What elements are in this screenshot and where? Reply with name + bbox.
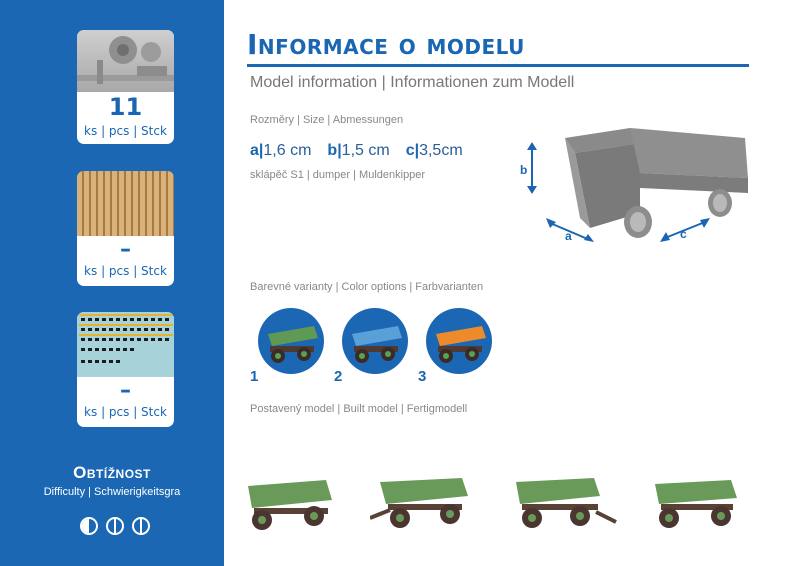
difficulty-empty-icon [106, 517, 124, 535]
built-model-photo-4 [655, 480, 737, 528]
part-quantity: 11 [108, 93, 143, 121]
color-variant-3: 3 [418, 308, 498, 385]
part-unit: ks | pcs | Stck [84, 264, 167, 278]
color-variants: 1 2 3 [250, 308, 500, 388]
dimension-a: a|1,6 cm [250, 142, 312, 159]
dimensions: a|1,6 cm b|1,5 cm c|3,5cm [250, 142, 479, 160]
part-quantity: – [120, 237, 131, 262]
title-divider [247, 64, 749, 67]
trailer-bed [436, 326, 486, 346]
photoetch-fret-image [77, 171, 174, 236]
color-variant-2: 2 [334, 308, 414, 385]
variant-number: 1 [250, 368, 259, 385]
difficulty-rating [80, 517, 150, 535]
svg-text:a: a [565, 229, 572, 243]
variant-number: 2 [334, 368, 343, 385]
size-label: Rozměry | Size | Abmessungen [250, 114, 404, 126]
decal-sheet-image [77, 312, 174, 377]
part-unit: ks | pcs | Stck [84, 124, 167, 138]
trailer-bed [268, 326, 318, 346]
built-model-photo-3 [516, 478, 617, 528]
part-card-decals: – ks | pcs | Stck [77, 312, 174, 427]
variant-number: 3 [418, 368, 427, 385]
svg-text:b: b [520, 163, 527, 177]
part-card-plastic: 11 ks | pcs | Stck [77, 30, 174, 144]
page-subtitle: Model information | Informationen zum Mo… [250, 74, 575, 91]
built-model-photo-1 [248, 480, 332, 530]
built-model-photo-2 [370, 478, 468, 528]
trailer-bed [352, 326, 402, 346]
part-unit: ks | pcs | Stck [84, 405, 167, 419]
dimension-b: b|1,5 cm [327, 142, 390, 159]
difficulty-half-filled-icon [80, 517, 98, 535]
dimension-diagram: b a c [520, 128, 748, 243]
svg-text:c: c [680, 227, 687, 241]
dimension-c: c|3,5cm [405, 142, 463, 159]
model-type-note: sklápěč S1 | dumper | Muldenkipper [250, 169, 426, 181]
color-options-label: Barevné varianty | Color options | Farbv… [250, 281, 484, 293]
difficulty-title: Obtížnost [73, 463, 151, 482]
color-variant-1: 1 [250, 308, 330, 385]
difficulty-subtitle: Difficulty | Schwierigkeitsgra [43, 486, 181, 498]
page-title: Informace o modelu [247, 28, 525, 61]
sidebar: 11 ks | pcs | Stck – ks | pcs | Stck – [0, 0, 224, 566]
built-model-label: Postavený model | Built model | Fertigmo… [250, 403, 468, 415]
part-card-photoetch: – ks | pcs | Stck [77, 171, 174, 286]
part-quantity: – [120, 378, 131, 403]
difficulty-empty-icon [132, 517, 150, 535]
plastic-sprue-image [77, 30, 174, 92]
